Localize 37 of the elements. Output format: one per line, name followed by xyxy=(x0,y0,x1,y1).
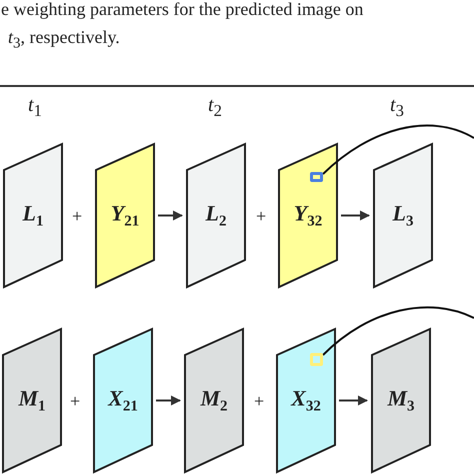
panel-label: X$_{32}$ xyxy=(291,386,321,414)
panel-label: Y$_{32}$ xyxy=(294,202,322,230)
plus-sign: + xyxy=(72,207,82,225)
panel-label: M$_{2}$ xyxy=(200,386,228,414)
image-panel xyxy=(371,328,431,473)
plus-sign: + xyxy=(254,392,264,410)
panel-label: M$_{1}$ xyxy=(18,386,46,414)
image-panel xyxy=(3,143,63,288)
image-panel xyxy=(95,143,155,288)
arrow xyxy=(339,396,368,406)
image-panel xyxy=(373,143,433,288)
arrow xyxy=(156,396,181,406)
marker-square xyxy=(310,353,323,366)
arrow xyxy=(341,210,370,220)
caption-text: e weighting parameters for the predicted image on xyxy=(1,0,364,18)
panel-label: M$_{3}$ xyxy=(387,386,415,414)
image-panel xyxy=(2,328,62,473)
plus-sign: + xyxy=(256,207,266,225)
image-panel xyxy=(276,328,336,473)
curved-line xyxy=(322,306,474,356)
image-panel xyxy=(278,143,338,288)
marker-square xyxy=(310,172,323,182)
image-panel xyxy=(184,328,244,473)
image-panel xyxy=(186,143,246,288)
image-panel xyxy=(93,328,153,473)
caption-text: t$_{3}$, respectively. xyxy=(8,28,120,52)
plus-sign: + xyxy=(70,392,80,410)
panel-label: Y$_{21}$ xyxy=(110,202,140,230)
time-label: t$_{2}$ xyxy=(208,95,222,120)
arrow xyxy=(158,210,183,220)
panel-label: L$_{1}$ xyxy=(22,202,44,230)
panel-label: L$_{3}$ xyxy=(392,202,414,230)
time-label: t$_{1}$ xyxy=(28,95,42,120)
panel-label: L$_{2}$ xyxy=(206,202,226,230)
curved-line xyxy=(322,124,474,175)
panel-label: X$_{21}$ xyxy=(108,386,138,414)
time-label: t$_{3}$ xyxy=(390,95,404,120)
